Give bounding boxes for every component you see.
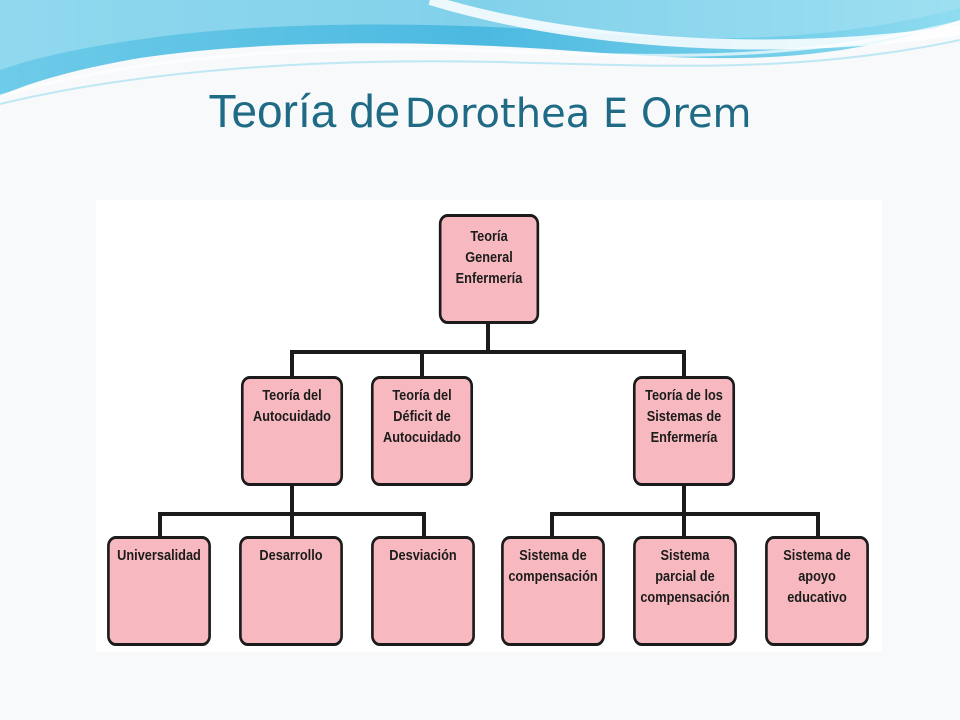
theory-hierarchy-diagram: Teoría General Enfermería Teoría del Aut… xyxy=(96,200,882,652)
node-sistema-parcial-compensacion: Sistema parcial de compensación xyxy=(633,536,737,646)
connector-parcial-up xyxy=(682,512,686,538)
node-desviacion: Desviación xyxy=(371,536,475,646)
connector-autocuidado-down xyxy=(290,484,294,514)
connector-sistemas-up xyxy=(682,350,686,378)
title-part-1: Teoría de xyxy=(208,85,401,137)
connector-deficit-up xyxy=(420,350,424,378)
connector-desarrollo-up xyxy=(290,512,294,538)
connector-universalidad-up xyxy=(158,512,162,538)
page-title: Teoría de Dorothea E Orem xyxy=(0,84,960,138)
connector-compensacion-up xyxy=(550,512,554,538)
node-sistema-compensacion: Sistema de compensación xyxy=(501,536,605,646)
connector-level1-bar xyxy=(290,350,684,354)
node-universalidad: Universalidad xyxy=(107,536,211,646)
connector-autocuidado-up xyxy=(290,350,294,378)
node-teoria-sistemas-enfermeria: Teoría de los Sistemas de Enfermería xyxy=(632,376,736,486)
node-teoria-deficit-autocuidado: Teoría del Déficit de Autocuidado xyxy=(370,376,474,486)
node-teoria-autocuidado: Teoría del Autocuidado xyxy=(240,376,344,486)
connector-apoyo-up xyxy=(816,512,820,538)
connector-root-down xyxy=(486,322,490,352)
connector-desviacion-up xyxy=(422,512,426,538)
node-sistema-apoyo-educativo: Sistema de apoyo educativo xyxy=(765,536,869,646)
header-wave-decoration xyxy=(0,0,960,105)
node-teoria-general-enfermeria: Teoría General Enfermería xyxy=(438,214,540,324)
connector-sistemas-down xyxy=(682,484,686,514)
title-part-2: Dorothea E Orem xyxy=(404,91,752,137)
node-desarrollo: Desarrollo xyxy=(239,536,343,646)
